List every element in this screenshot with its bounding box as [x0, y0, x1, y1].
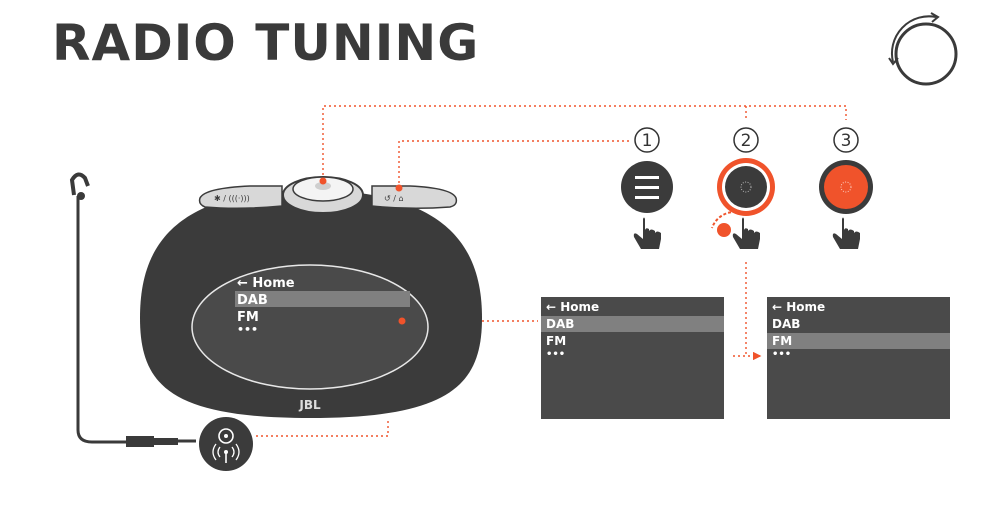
page-title: RADIO TUNING — [52, 14, 480, 72]
screen-1-item-dab: DAB — [546, 317, 574, 331]
speaker-selected-row — [235, 291, 410, 307]
rotary-knob-icon — [717, 158, 775, 216]
menu-screen-1: ← Home DAB FM ••• — [541, 297, 724, 419]
hand-icon-3 — [832, 217, 860, 249]
step-2-number: 2 — [741, 131, 752, 151]
antenna-cable — [69, 172, 196, 447]
rotate-icon — [888, 12, 958, 86]
hand-icon-1 — [633, 217, 661, 249]
step-numbers: 1 2 3 — [634, 127, 859, 153]
menu-screen-2: ← Home DAB FM ••• — [767, 297, 950, 419]
antenna-socket-icon — [199, 417, 253, 471]
speaker-item-fm: FM — [237, 310, 259, 325]
hand-icon-2 — [732, 217, 760, 249]
screen-1-item-fm: FM — [546, 334, 566, 348]
screen-1-selected-row — [541, 316, 724, 332]
screen-2-more: ••• — [772, 349, 791, 360]
svg-text:✱ / (((·))): ✱ / (((·))) — [214, 194, 250, 203]
screen-2-item-dab: DAB — [772, 317, 800, 331]
screen-2-item-fm: FM — [772, 334, 792, 348]
screen-2-back-label: ← Home — [772, 300, 825, 314]
step-3-number: 3 — [841, 131, 852, 151]
speaker-more: ••• — [237, 323, 258, 336]
speaker-item-dab: DAB — [237, 293, 268, 308]
speaker-back-label: ← Home — [237, 276, 295, 291]
svg-text:↺ / ⌂: ↺ / ⌂ — [384, 194, 404, 203]
brand-logo: JBL — [298, 398, 321, 412]
screen-1-more: ••• — [546, 349, 565, 360]
screen-2-selected-row — [767, 333, 950, 349]
screen-1-back-label: ← Home — [546, 300, 599, 314]
speaker-screen: ← Home DAB FM ••• JBL — [235, 276, 410, 412]
rotate-gesture-icon — [711, 210, 737, 237]
menu-icon — [621, 161, 673, 213]
knob-press-icon — [819, 160, 873, 214]
step-1-number: 1 — [642, 131, 653, 151]
connector-lines — [256, 105, 847, 437]
